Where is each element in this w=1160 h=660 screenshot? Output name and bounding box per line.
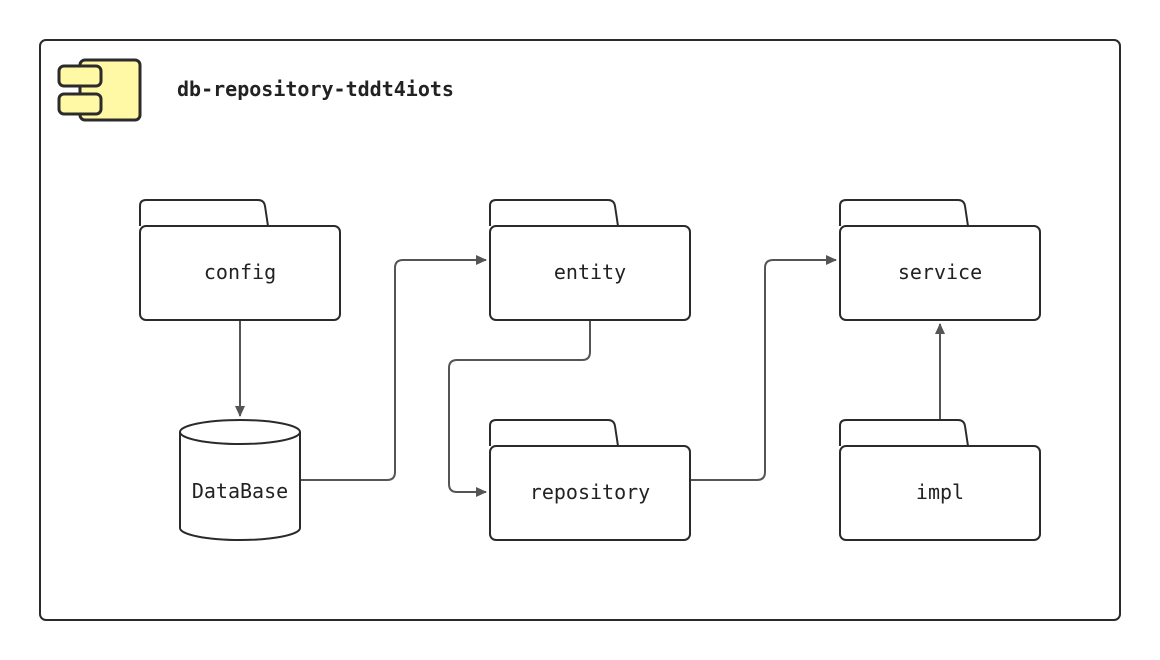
database-node[interactable]: DataBase: [179, 419, 301, 541]
package-label: service: [898, 260, 982, 284]
package-label: entity: [554, 260, 626, 284]
component-icon: [57, 58, 142, 122]
package-entity[interactable]: entity: [489, 199, 691, 321]
folder-icon: [839, 199, 969, 227]
package-service[interactable]: service: [839, 199, 1041, 321]
package-impl[interactable]: impl: [839, 419, 1041, 541]
edge-repository-to-service: [690, 255, 837, 481]
package-label: impl: [916, 480, 964, 504]
package-label: config: [204, 260, 276, 284]
database-label: DataBase: [192, 479, 288, 503]
folder-icon: [489, 199, 619, 227]
folder-icon: [139, 199, 269, 227]
edge-database-to-entity: [300, 255, 487, 481]
edge-entity-to-repository: [448, 320, 591, 497]
package-config[interactable]: config: [139, 199, 341, 321]
component-title: db-repository-tddt4iots: [177, 77, 454, 101]
edges: [235, 255, 945, 497]
package-label: repository: [530, 480, 650, 504]
folder-icon: [489, 419, 619, 447]
package-repository[interactable]: repository: [489, 419, 691, 541]
database-icon: [179, 432, 301, 541]
folder-icon: [839, 419, 969, 447]
